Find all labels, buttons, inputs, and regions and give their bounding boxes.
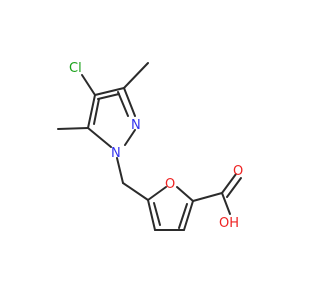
bond-o-furanc2	[176, 186, 194, 202]
bond-c3-c4	[94, 87, 125, 96]
bond-n1-ch2	[116, 157, 124, 184]
bond-methyl-top	[123, 62, 149, 89]
bond-furanc2-c3	[183, 200, 194, 231]
bond-ch2-furanc5	[122, 182, 149, 201]
bond-c4-cl	[81, 74, 96, 96]
bond-c5-c4-inner	[93, 98, 100, 125]
bond-furanc4-c5	[147, 199, 156, 231]
bond-n1-c5	[87, 127, 112, 148]
bond-furanc4-c5-inner	[153, 202, 161, 226]
bond-c-o-double-2	[226, 177, 242, 198]
bond-methyl-left	[57, 127, 89, 130]
bond-c3-n2	[123, 87, 136, 117]
bond-c5-c4	[87, 94, 96, 129]
atom-label-o-ring: O	[165, 177, 175, 192]
atom-label-oh: OH	[219, 216, 239, 231]
atom-labels: Cl N N O O OH	[69, 61, 243, 231]
atom-label-n-lower: N	[111, 146, 121, 161]
bond-furanc2-c3-inner	[178, 203, 188, 229]
bond-furanc2-cooh	[192, 192, 223, 202]
atom-label-cl: Cl	[69, 61, 82, 76]
atom-label-o-carbonyl: O	[233, 164, 243, 179]
bond-c-oh	[221, 192, 231, 215]
bond-c3-n2-inner	[117, 91, 129, 117]
bond-c-o-double-1	[221, 173, 237, 194]
bond-c3-c4-inner	[97, 93, 120, 100]
atom-label-n-upper: N	[131, 118, 141, 133]
molecule-structure-diagram: Cl N N O O OH	[57, 61, 243, 231]
bond-furanc5-o	[147, 186, 167, 201]
bond-n2-n1	[124, 129, 136, 146]
bonds	[57, 62, 242, 231]
